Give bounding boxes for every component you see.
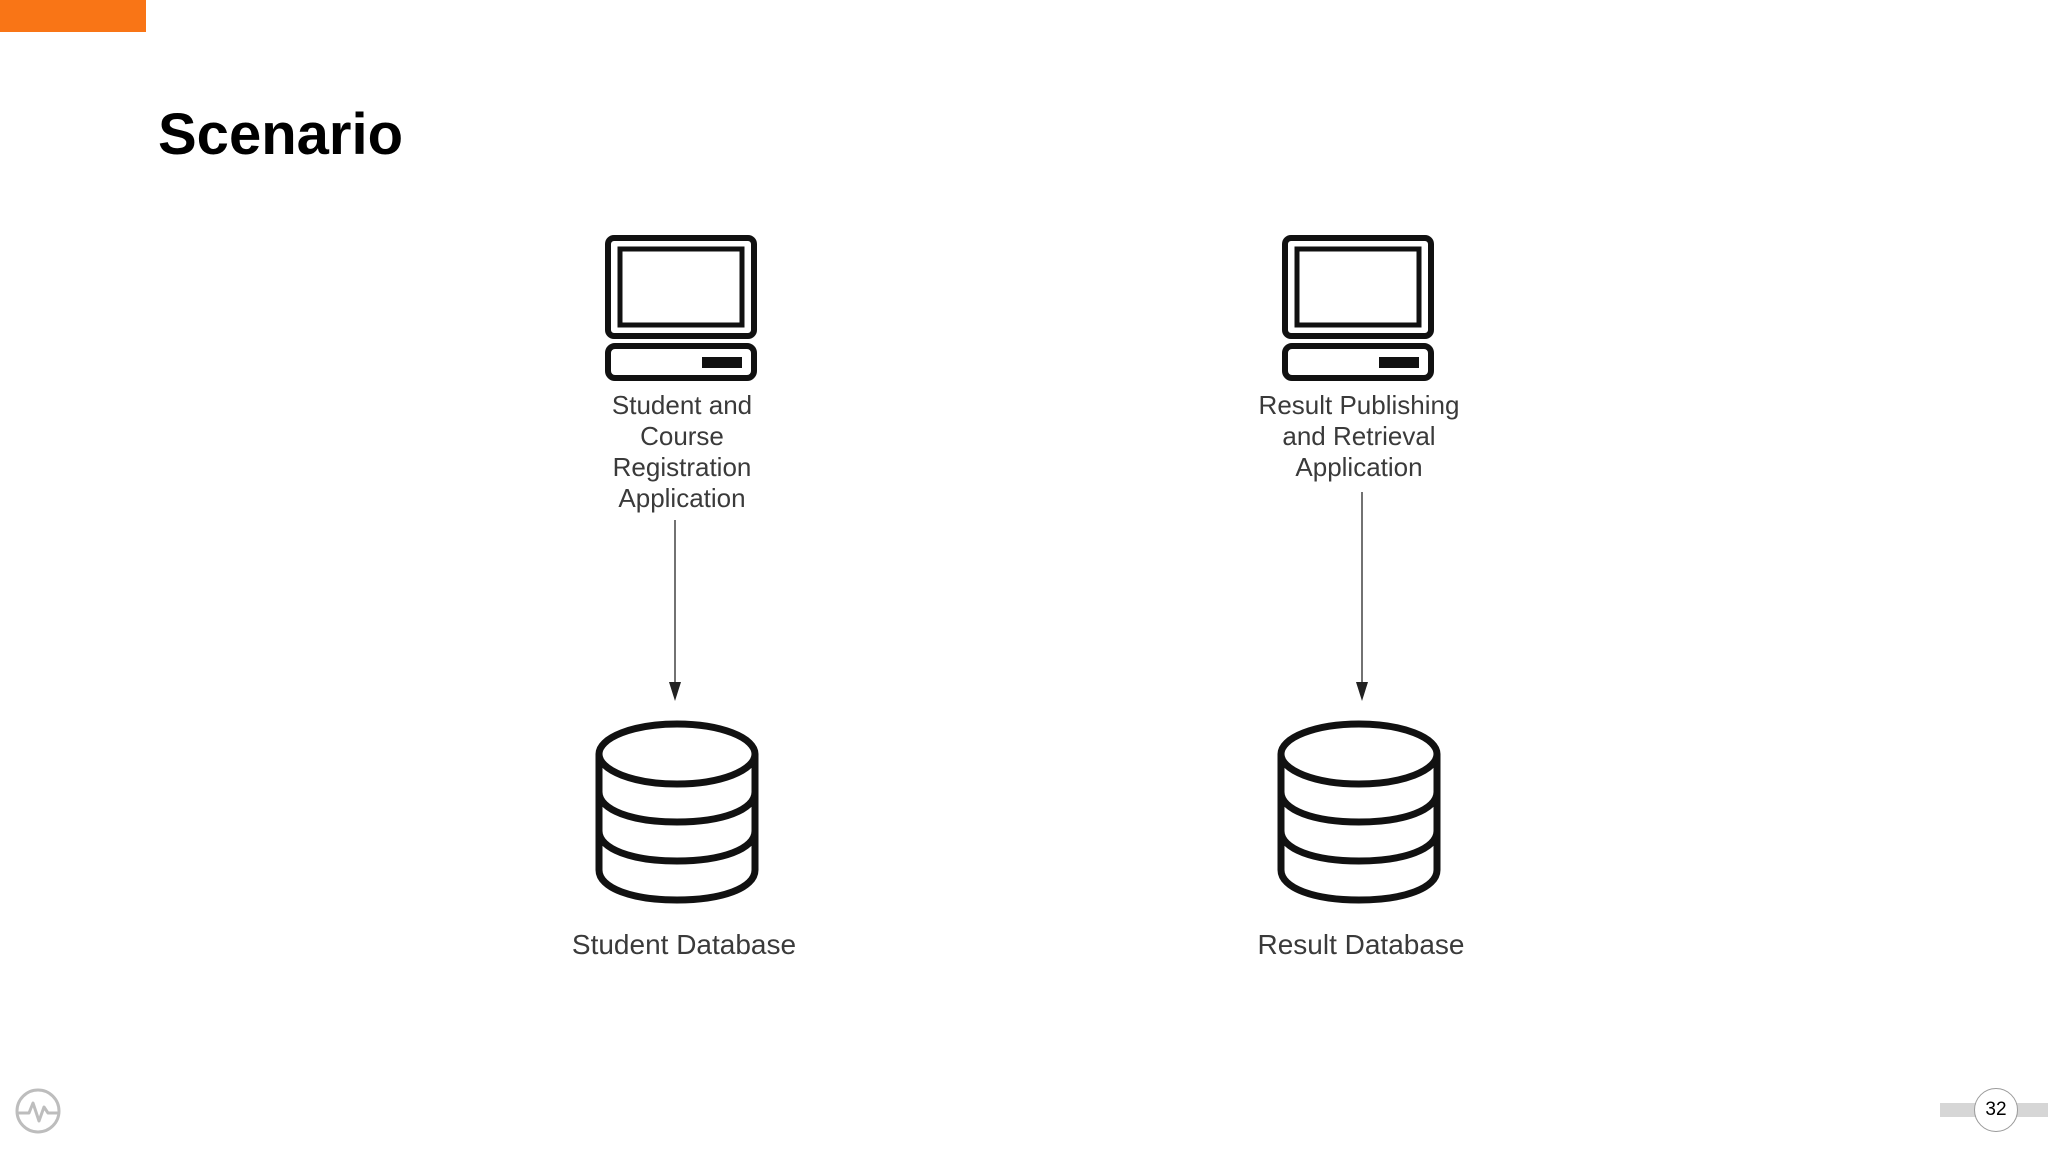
slide-title: Scenario: [158, 102, 403, 167]
app-label-student-course-registration: Student and Course Registration Applicat…: [611, 390, 753, 513]
connector-arrow: [664, 520, 688, 707]
database-icon: [1276, 720, 1442, 909]
page-number: 32: [1974, 1088, 2018, 1132]
computer-icon: [604, 234, 758, 387]
accent-bar: [0, 0, 146, 32]
app-label-result-publishing-retrieval: Result Publishing and Retrieval Applicat…: [1258, 390, 1460, 482]
db-label-student: Student Database: [571, 929, 797, 960]
page-number-indicator: 32: [1940, 1088, 2048, 1132]
computer-icon: [1281, 234, 1435, 387]
db-label-result: Result Database: [1257, 929, 1465, 960]
connector-arrow: [1351, 492, 1375, 707]
pulse-logo-icon: [14, 1087, 62, 1140]
database-icon: [594, 720, 760, 909]
